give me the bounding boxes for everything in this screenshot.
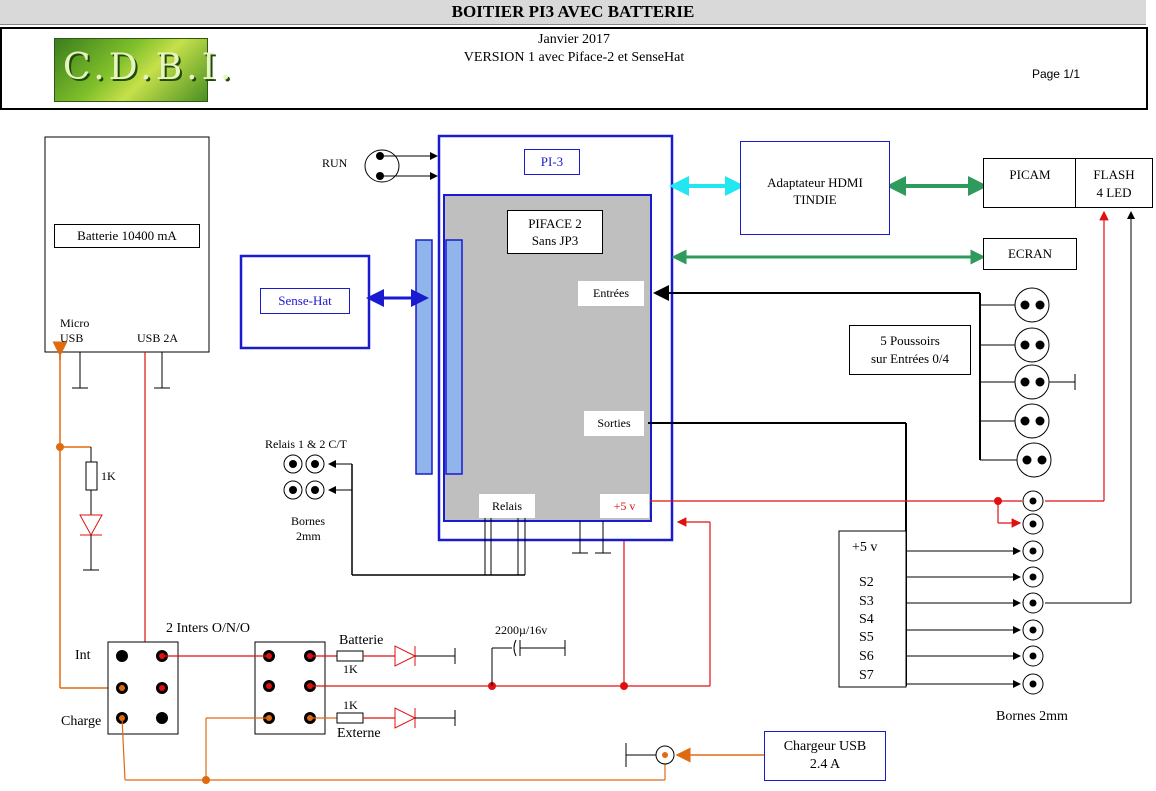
poussoirs-label-2: sur Entrées 0/4 — [871, 351, 949, 366]
relais-port: Relais — [479, 494, 535, 518]
externe-label: Externe — [337, 726, 381, 741]
usb-2a-label: USB 2A — [137, 331, 179, 345]
chargeur-label-2: 2.4 A — [809, 757, 841, 772]
gpio-header-left — [415, 239, 433, 475]
chargeur-label-1: Chargeur USB — [783, 739, 867, 754]
bornes-2mm-label: Bornes 2mm — [996, 709, 1068, 724]
header-version: VERSION 1 avec Piface-2 et SenseHat — [463, 50, 685, 65]
hdmi-label-1: Adaptateur HDMI — [767, 175, 863, 190]
inters-label: 2 Inters O/N/O — [166, 621, 250, 636]
battery-label: Batterie 10400 mA — [54, 224, 200, 248]
gpio-header-right — [445, 239, 463, 475]
picam-box: PICAM — [983, 158, 1077, 208]
pi3-label: PI-3 — [524, 149, 580, 175]
micro-usb-label-1: Micro — [60, 316, 90, 330]
header-date: Janvier 2017 — [538, 32, 610, 47]
resistor-1k — [85, 461, 98, 491]
bornes-2mm-terminals — [1022, 490, 1044, 695]
capacitor-label: 2200µ/16v — [495, 623, 548, 637]
flash-label-2: 4 LED — [1096, 185, 1132, 200]
output-s3: S3 — [859, 594, 874, 609]
flash-box: FLASH 4 LED — [1075, 158, 1153, 208]
sense-hat-label: Sense-Hat — [260, 288, 350, 314]
batterie-label: Batterie — [339, 633, 384, 648]
output-s2: S2 — [859, 575, 874, 590]
led-diode-icon — [79, 514, 103, 537]
resistor-externe-label: 1K — [343, 698, 358, 712]
header-block: C.D.B.I. Janvier 2017 VERSION 1 avec Pif… — [0, 27, 1148, 110]
logo-text: C.D.B.I. — [63, 47, 236, 88]
piface-label-2: Sans JP3 — [531, 233, 579, 248]
led-batterie-icon — [394, 645, 417, 667]
hdmi-label-2: TINDIE — [793, 192, 837, 207]
piface-label-1: PIFACE 2 — [528, 216, 582, 231]
micro-usb-label-2: USB — [60, 331, 84, 345]
sorties-port: Sorties — [584, 411, 644, 436]
flash-label-1: FLASH — [1093, 167, 1135, 182]
int-label: Int — [75, 648, 91, 663]
hdmi-adapter-box: Adaptateur HDMI TINDIE — [740, 141, 890, 235]
plus5v-port: +5 v — [600, 494, 649, 518]
bornes-label-a: Bornes — [291, 514, 325, 528]
resistor-batterie-label: 1K — [343, 662, 358, 676]
output-s6: S6 — [859, 649, 874, 664]
poussoirs-box: 5 Poussoirs sur Entrées 0/4 — [849, 325, 971, 375]
resistor-label: 1K — [101, 469, 116, 483]
cdbi-logo: C.D.B.I. — [54, 38, 231, 102]
output-s5: S5 — [859, 630, 874, 645]
output-s4: S4 — [859, 612, 874, 627]
run-label: RUN — [322, 156, 348, 170]
output-block — [838, 530, 907, 688]
piface-label: PIFACE 2 Sans JP3 — [507, 210, 603, 254]
header-page-number: Page 1/1 — [1031, 67, 1080, 81]
output-plus5v: +5 v — [852, 540, 878, 555]
led-externe-icon — [394, 707, 417, 729]
poussoirs-label-1: 5 Poussoirs — [880, 333, 940, 348]
output-s7: S7 — [859, 668, 874, 683]
bornes-label-b: 2mm — [296, 529, 321, 543]
run-switch-icon[interactable] — [364, 149, 400, 183]
charge-label: Charge — [61, 714, 102, 729]
chargeur-usb-box: Chargeur USB 2.4 A — [764, 731, 886, 781]
ecran-box: ECRAN — [983, 238, 1077, 270]
relais-ct-label: Relais 1 & 2 C/T — [265, 437, 347, 451]
pushbutton-group — [980, 287, 1076, 478]
relais-terminals — [283, 454, 325, 500]
page-title: BOITIER PI3 AVEC BATTERIE — [0, 0, 1146, 25]
entrees-port: Entrées — [578, 281, 644, 306]
